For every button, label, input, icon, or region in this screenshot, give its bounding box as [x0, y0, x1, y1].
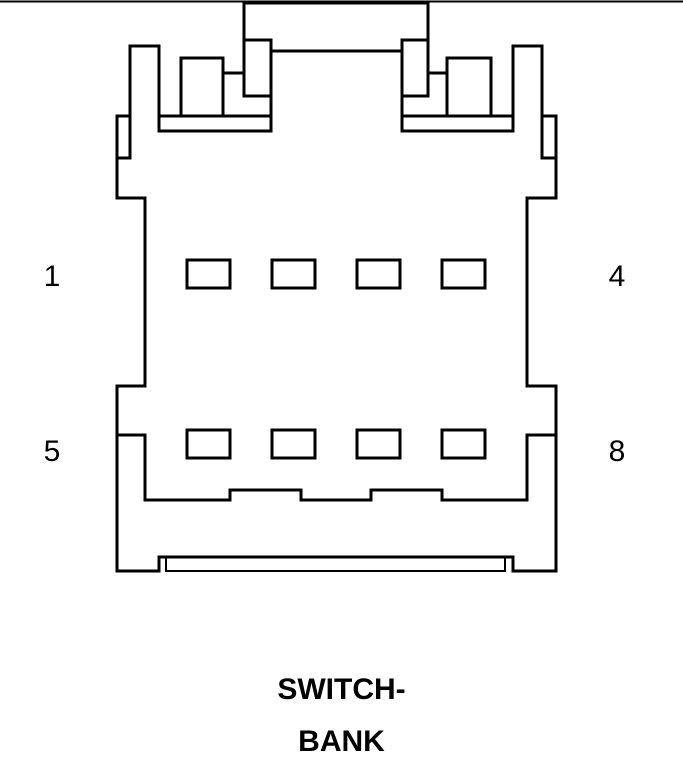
pin-cavity-bottom-3 [355, 428, 402, 460]
pin-cavity-top-2 [270, 258, 317, 290]
pin-label-5: 5 [44, 435, 61, 468]
pin-cavity-bottom-4 [440, 428, 487, 460]
pin-cavity-top-1 [185, 258, 232, 290]
connector-body [115, 158, 558, 573]
pin-cavity-top-3 [355, 258, 402, 290]
pin-cavity-bottom-2 [270, 428, 317, 460]
pin-label-4: 4 [609, 260, 626, 293]
connector-caption-line-1: SWITCH- [277, 673, 406, 706]
connector-housing-top [115, 44, 558, 160]
pin-cavities [185, 258, 487, 460]
pin-cavity-top-4 [440, 258, 487, 290]
locking-latch [242, 1, 430, 98]
connector-caption-line-2: BANK [298, 725, 385, 758]
pin-label-8: 8 [609, 435, 626, 468]
pin-label-1: 1 [44, 260, 61, 293]
pin-cavity-bottom-1 [185, 428, 232, 460]
